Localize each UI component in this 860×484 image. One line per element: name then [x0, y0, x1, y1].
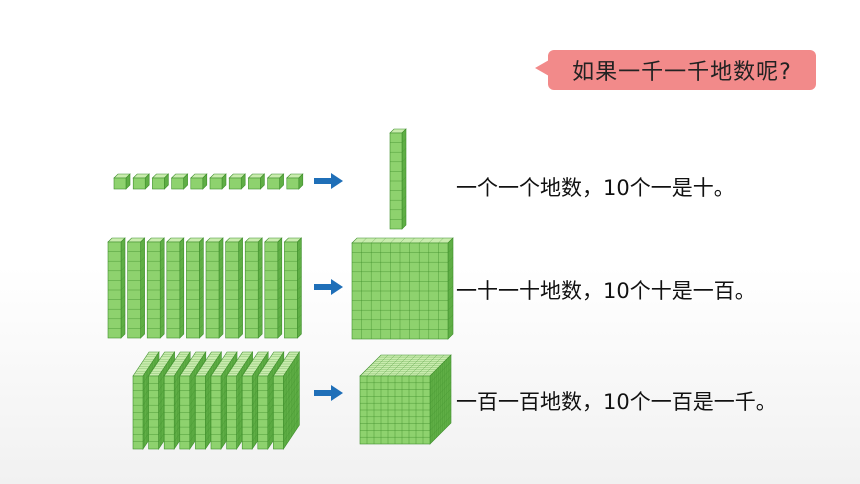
unit-cube [247, 173, 266, 190]
row2-ten-rods [107, 237, 303, 339]
unit-cube [190, 173, 208, 190]
arrow-head [331, 279, 343, 295]
ten-rod [224, 237, 244, 339]
unit-cube [266, 173, 285, 190]
unit-cube [113, 173, 131, 190]
row2-hundred-flat [351, 237, 454, 340]
ten-rod [244, 237, 263, 339]
row1-arrow [314, 173, 343, 189]
arrow-head [331, 173, 343, 189]
unit-cube [209, 173, 227, 190]
ten-rod [146, 237, 165, 339]
ten-rod [389, 128, 407, 230]
hundred-flat [351, 237, 454, 340]
question-text: 如果一千一千地数呢? [572, 60, 792, 85]
ten-rod [283, 237, 303, 339]
row3-hundred-flats [132, 351, 300, 450]
ten-rod [185, 237, 205, 339]
unit-cube [228, 173, 246, 190]
ten-rod [107, 237, 126, 339]
unit-cube [286, 173, 304, 190]
row3-arrow [314, 385, 343, 401]
thousand-cube [359, 354, 452, 445]
arrow-shaft [314, 284, 332, 290]
row3-caption: 一百一百地数，10个一百是一千。 [456, 390, 777, 414]
row3-thousand-cube [359, 354, 452, 445]
row2-caption: 一十一十地数，10个十是一百。 [456, 279, 756, 303]
unit-cube [132, 173, 150, 190]
arrow-head [331, 385, 343, 401]
ten-rod [126, 237, 146, 339]
speech-bubble-tail [535, 60, 549, 76]
unit-cube [151, 173, 170, 190]
unit-cube [170, 173, 189, 190]
speech-bubble: 如果一千一千地数呢? [548, 50, 816, 90]
row1-ten-rod [389, 128, 407, 230]
ten-rod [205, 237, 224, 339]
ten-rod [166, 237, 185, 339]
hundred-flat [272, 351, 300, 450]
row1-caption: 一个一个地数，10个一是十。 [456, 176, 735, 200]
arrow-shaft [314, 390, 332, 396]
row2-arrow [314, 279, 343, 295]
ten-rod [264, 237, 283, 339]
arrow-shaft [314, 178, 332, 184]
row1-unit-cubes [113, 173, 304, 190]
